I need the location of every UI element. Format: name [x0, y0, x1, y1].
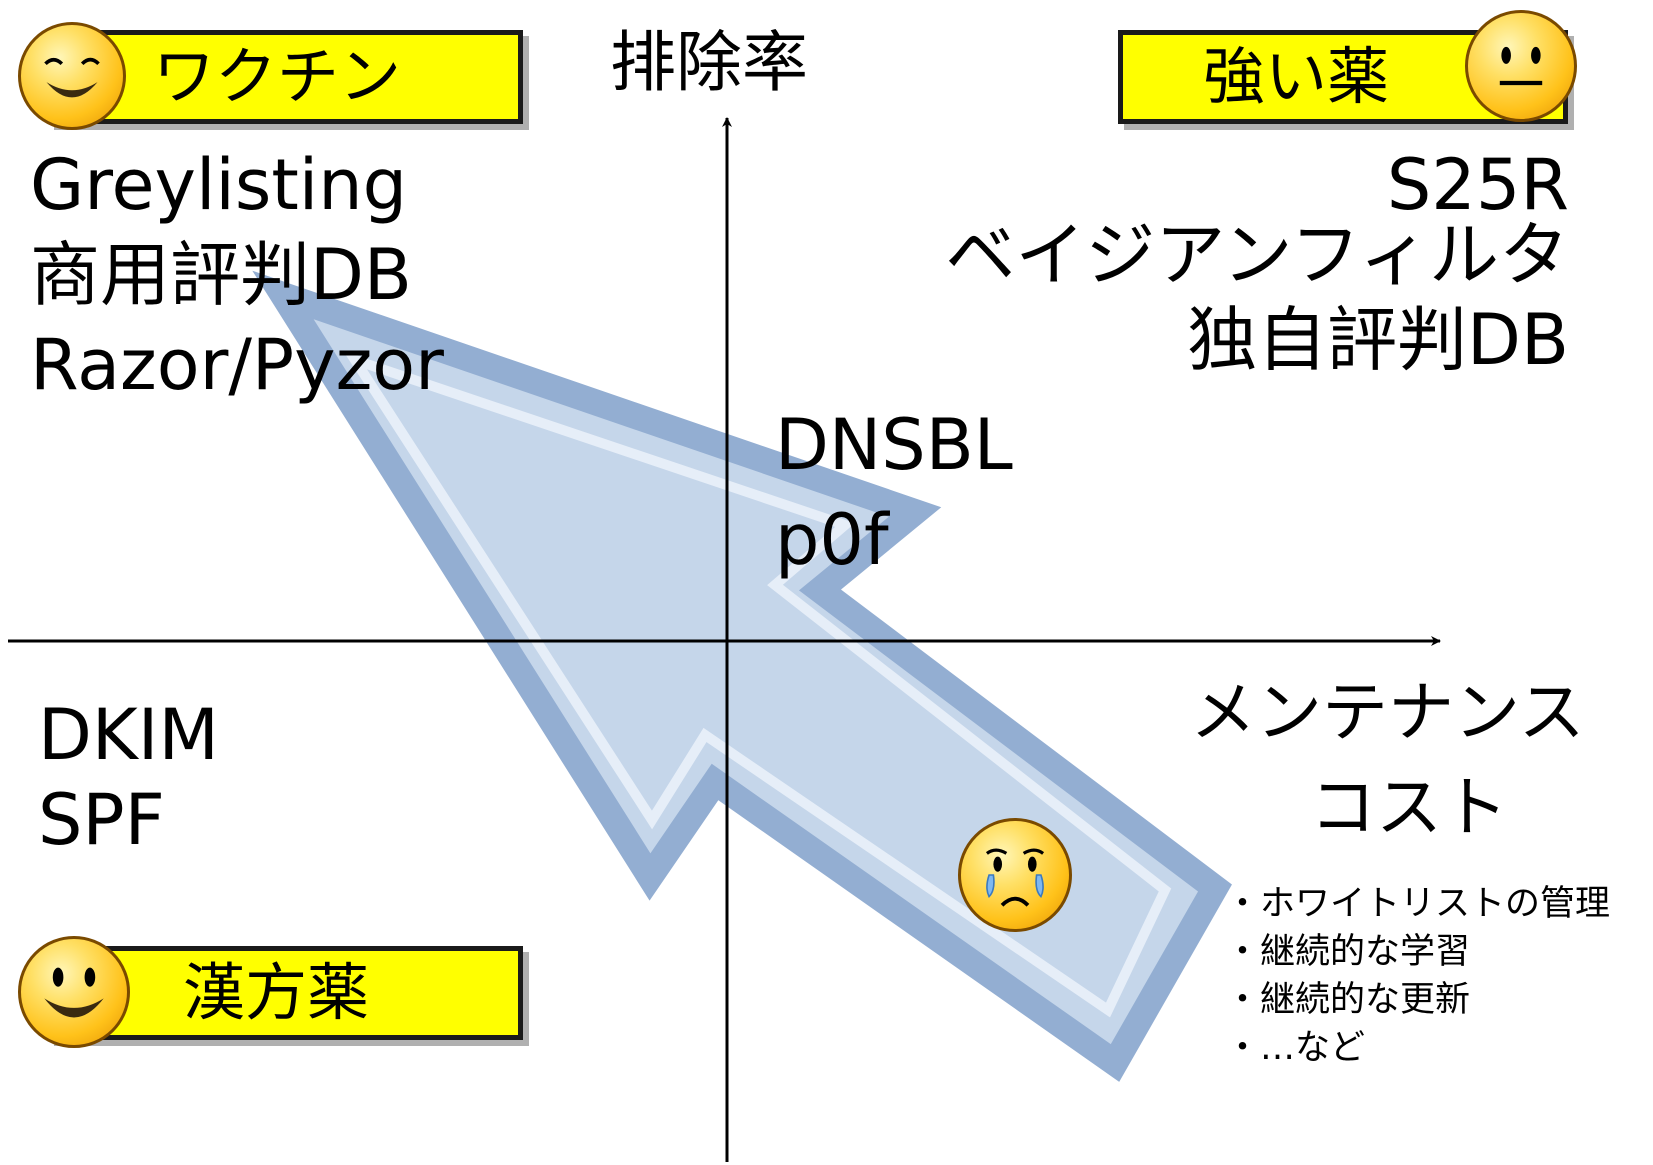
note-continuous-learning: ・継続的な学習 [1225, 932, 1471, 972]
y-axis-label: 排除率 [610, 24, 808, 101]
item-dkim: DKIM [38, 694, 219, 776]
x-axis-label-line1: メンテナンス [1190, 674, 1585, 751]
badge-strong-medicine-label: 強い薬 [1203, 40, 1390, 113]
item-greylisting: Greylisting [30, 144, 408, 226]
note-whitelist-management: ・ホワイトリストの管理 [1225, 884, 1611, 924]
maintenance-notes: ・ホワイトリストの管理 ・継続的な学習 ・継続的な更新 ・…など [1225, 880, 1610, 1072]
badge-herbal-medicine-label: 漢方薬 [183, 956, 370, 1029]
item-razor-pyzor: Razor/Pyzor [30, 324, 444, 406]
neutral-face-icon [1465, 10, 1577, 122]
crying-face-icon [958, 818, 1072, 932]
badge-herbal-medicine: 漢方薬 [48, 946, 523, 1040]
item-own-reputation-db: 独自評判DB [1187, 299, 1569, 381]
item-bayesian-filter: ベイジアンフィルタ [945, 214, 1569, 296]
item-s25r: S25R [1386, 144, 1569, 226]
item-commercial-reputation-db: 商用評判DB [30, 234, 412, 316]
big-arrow-inner-highlight [343, 350, 1172, 1018]
item-spf: SPF [38, 779, 165, 861]
note-etc: ・…など [1225, 1028, 1366, 1068]
happy-face-icon [18, 936, 130, 1048]
item-dnsbl: DNSBL [775, 404, 1013, 486]
content-smile-icon [18, 22, 126, 130]
item-p0f: p0f [775, 499, 889, 581]
x-axis-label-line2: コスト [1310, 769, 1508, 846]
note-continuous-update: ・継続的な更新 [1225, 980, 1471, 1020]
badge-vaccine-label: ワクチン [153, 40, 402, 113]
